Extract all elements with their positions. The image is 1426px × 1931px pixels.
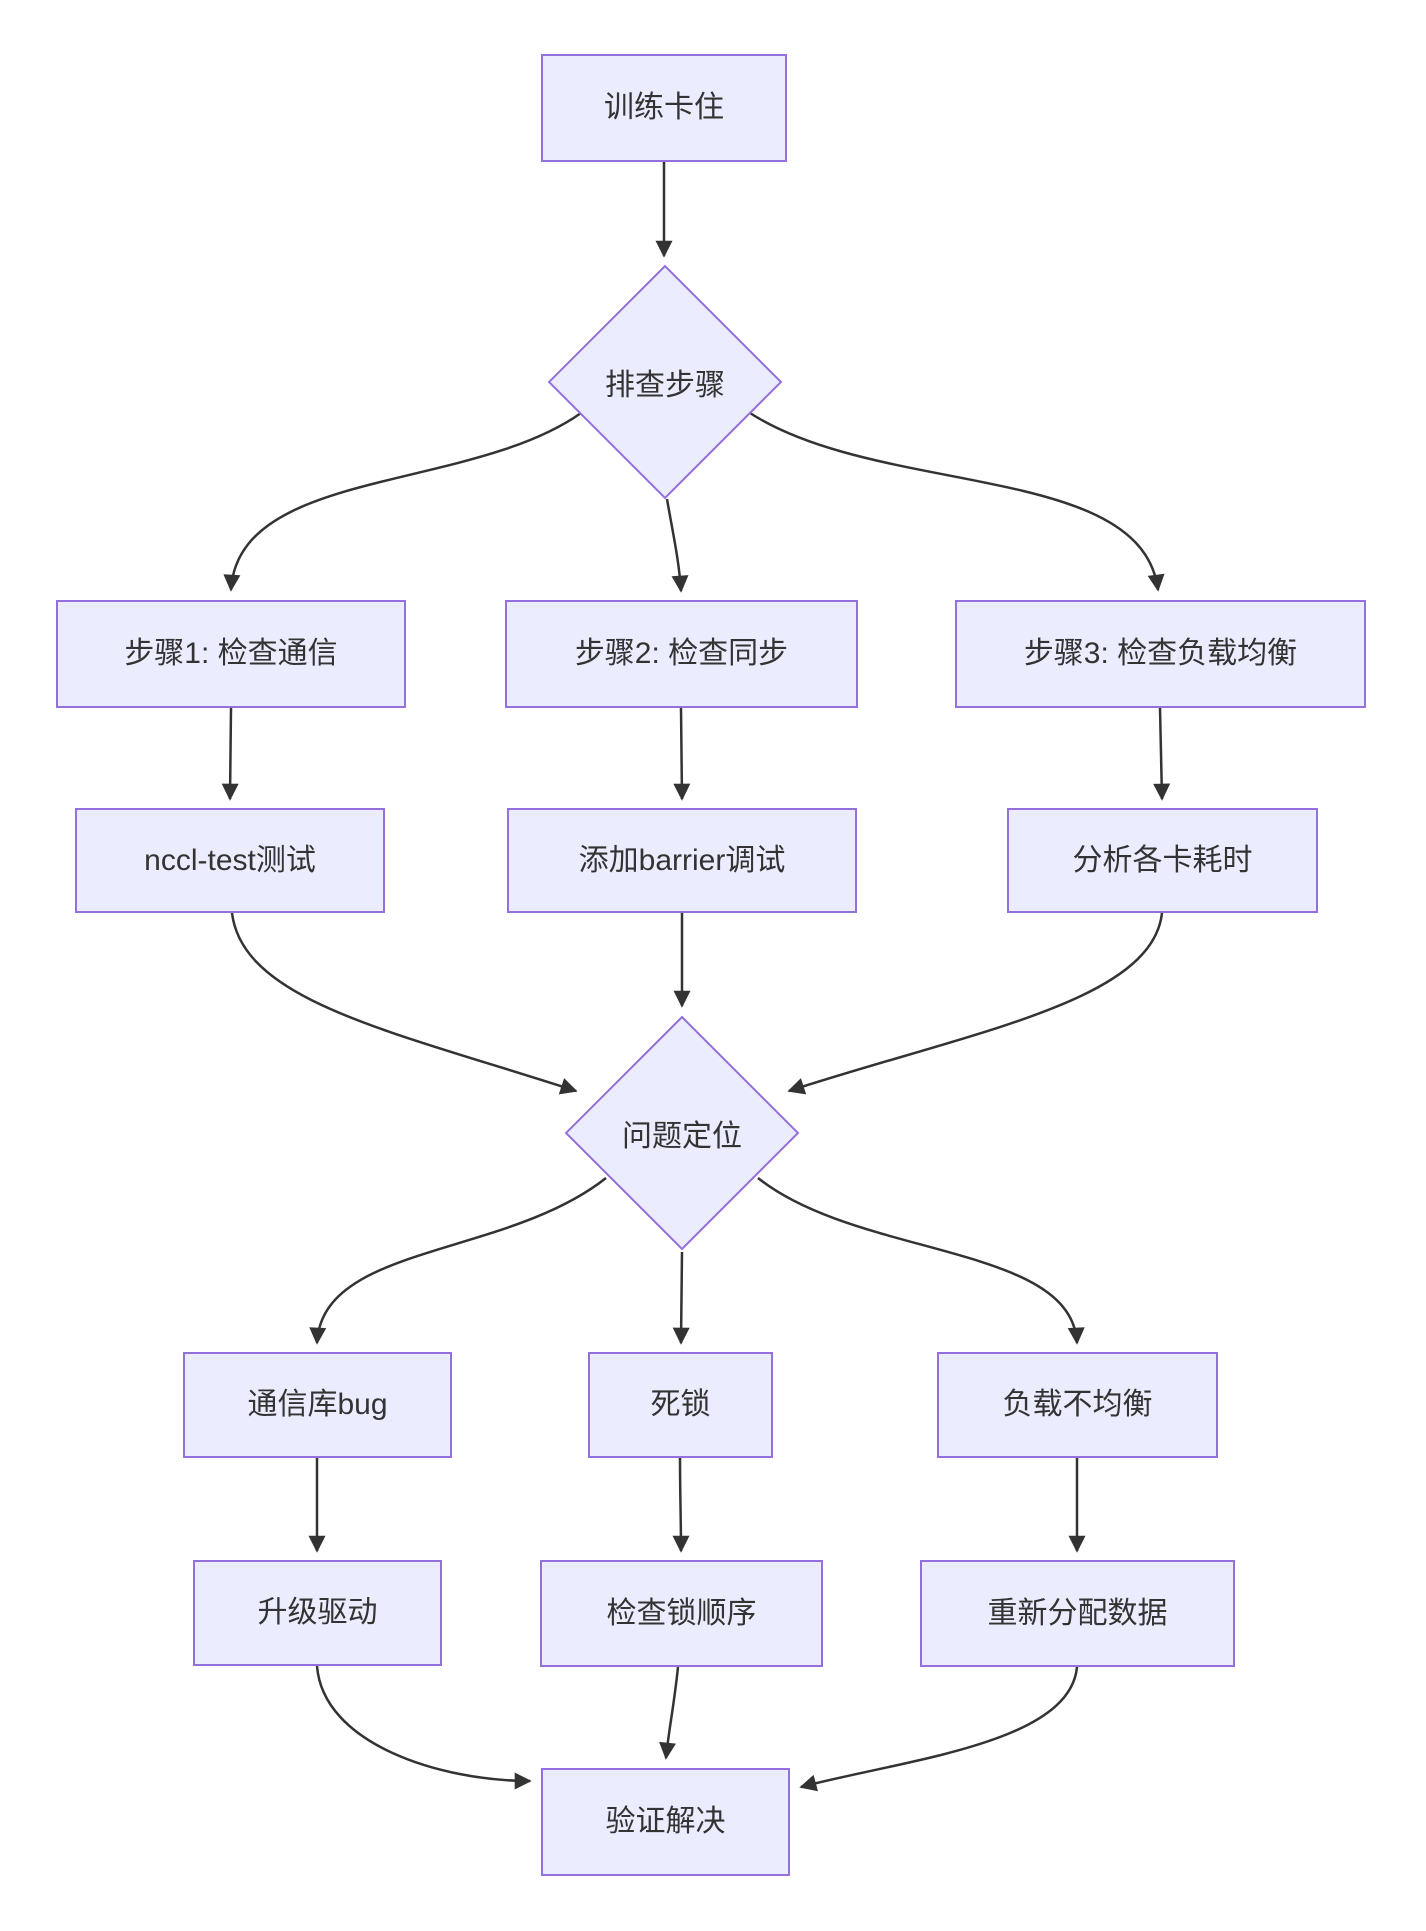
node-nccl-test: nccl-test测试 xyxy=(75,808,385,913)
node-upgrade-driver: 升级驱动 xyxy=(193,1560,442,1666)
node-analyze-per-card-time: 分析各卡耗时 xyxy=(1007,808,1318,913)
edge-step1-to-test1 xyxy=(221,707,239,801)
node-check-lock-order: 检查锁顺序 xyxy=(540,1560,823,1667)
edge-test3-to-locate xyxy=(787,912,1164,1095)
node-label: 添加barrier调试 xyxy=(578,843,786,877)
node-step2-check-sync: 步骤2: 检查同步 xyxy=(505,600,858,708)
node-label: 通信库bug xyxy=(247,1388,388,1421)
node-label: 排查步骤 xyxy=(605,369,725,402)
edge-troubleshoot-to-step2 xyxy=(665,498,689,593)
edge-step3-to-test3 xyxy=(1153,707,1171,801)
edge-locate-to-cause1 xyxy=(309,1177,607,1345)
node-add-barrier-debug: 添加barrier调试 xyxy=(507,808,857,913)
edge-step2-to-test2 xyxy=(673,707,691,801)
node-deadlock: 死锁 xyxy=(588,1352,773,1458)
edge-cause2-to-fix2 xyxy=(672,1457,690,1553)
node-label: 训练卡住 xyxy=(604,91,724,124)
edge-fix2-to-verify xyxy=(659,1666,680,1760)
node-label: 分析各卡耗时 xyxy=(1072,843,1253,877)
node-verify-resolution: 验证解决 xyxy=(541,1768,790,1876)
node-label: 死锁 xyxy=(650,1388,711,1421)
node-training-stuck: 训练卡住 xyxy=(541,54,787,162)
node-redistribute-data: 重新分配数据 xyxy=(920,1560,1235,1667)
node-comm-lib-bug: 通信库bug xyxy=(183,1352,452,1458)
node-load-imbalance: 负载不均衡 xyxy=(937,1352,1218,1458)
node-label: nccl-test测试 xyxy=(144,843,316,877)
node-troubleshoot-steps-decision: 排查步骤 xyxy=(547,264,783,500)
node-label: 重新分配数据 xyxy=(987,1596,1168,1630)
node-label: 负载不均衡 xyxy=(1002,1388,1153,1421)
node-label: 问题定位 xyxy=(622,1120,742,1153)
edge-test1-to-locate xyxy=(230,912,578,1095)
edge-troubleshoot-to-step1 xyxy=(223,411,582,592)
edge-troubleshoot-to-step3 xyxy=(749,411,1165,592)
node-step1-check-communication: 步骤1: 检查通信 xyxy=(56,600,406,708)
node-label: 步骤2: 检查同步 xyxy=(574,637,789,670)
node-label: 步骤3: 检查负载均衡 xyxy=(1023,637,1298,670)
edge-fix1-to-verify xyxy=(315,1665,532,1790)
edge-fix3-to-verify xyxy=(799,1666,1079,1792)
node-label: 验证解决 xyxy=(605,1805,726,1838)
node-label: 步骤1: 检查通信 xyxy=(124,637,338,670)
node-label: 升级驱动 xyxy=(257,1596,378,1629)
node-problem-location-decision: 问题定位 xyxy=(564,1015,800,1251)
node-step3-check-load-balance: 步骤3: 检查负载均衡 xyxy=(955,600,1366,708)
node-label: 检查锁顺序 xyxy=(606,1596,757,1630)
edge-locate-to-cause3 xyxy=(757,1177,1085,1345)
edge-locate-to-cause2 xyxy=(672,1251,690,1345)
